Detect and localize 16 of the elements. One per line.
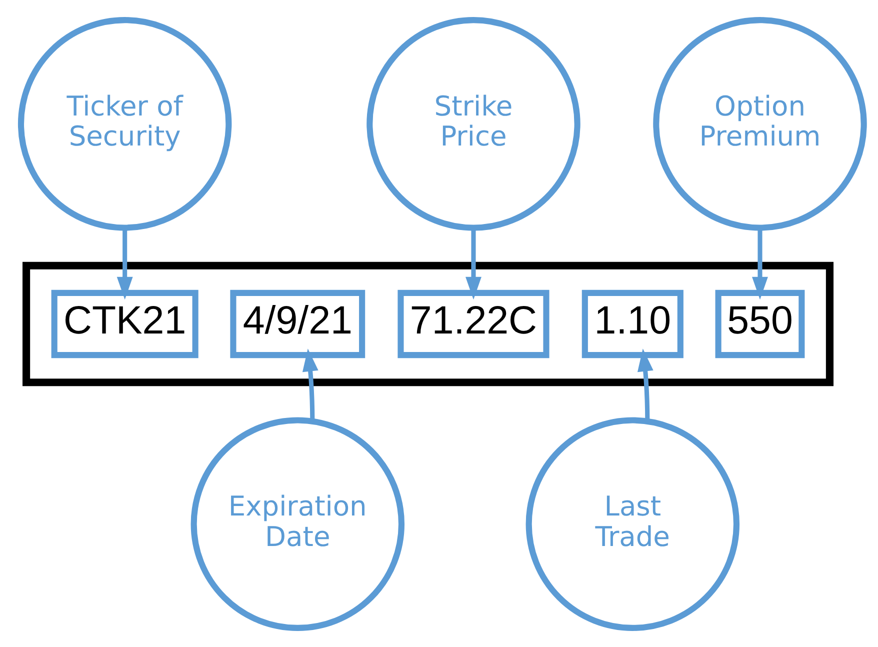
cluster [22,261,834,386]
node-circle: Last Trade [526,416,740,630]
arrow [637,348,654,421]
node-box: CTK21 [51,289,198,358]
node-circle: Strike Price [366,16,580,230]
node-circle: Ticker of Security [18,16,232,230]
node-box: 1.10 [582,289,684,358]
node-box: 71.22C [398,289,550,358]
node-circle: Expiration Date [190,416,405,630]
node-circle: Option Premium [653,16,867,230]
arrow [302,348,318,421]
node-box: 550 [715,289,805,358]
arrow [752,228,768,300]
node-box: 4/9/21 [230,289,366,358]
arrow [466,228,482,300]
arrow [116,228,133,300]
